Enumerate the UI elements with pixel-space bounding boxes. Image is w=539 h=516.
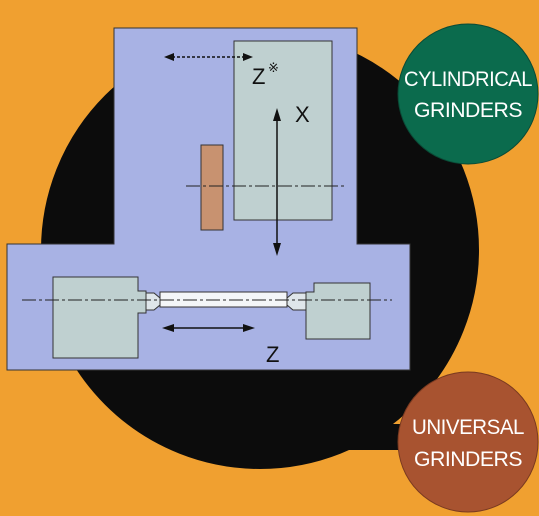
cylindrical-badge-line2: GRINDERS <box>414 99 522 122</box>
x-axis-arrow <box>273 108 281 256</box>
cylindrical-grinders-badge: CYLINDRICAL GRINDERS <box>397 23 539 165</box>
z-star-arrow <box>164 53 253 61</box>
x-axis-label: X <box>295 102 310 127</box>
tailstock-center <box>286 292 307 311</box>
cylindrical-badge-line1: CYLINDRICAL <box>404 68 532 91</box>
universal-grinders-badge: UNIVERSAL GRINDERS <box>397 371 539 513</box>
universal-badge-line2: GRINDERS <box>414 448 522 471</box>
z-star-mark: ※ <box>268 60 279 75</box>
wheel-head-panel <box>233 40 333 221</box>
headstock <box>52 276 147 359</box>
z-axis-arrow <box>162 324 255 332</box>
universal-badge-line1: UNIVERSAL <box>412 416 524 439</box>
z-star-label: Z <box>252 64 265 89</box>
grinding-wheel <box>200 144 224 231</box>
tailstock <box>305 282 371 340</box>
z-axis-label: Z <box>266 342 279 367</box>
